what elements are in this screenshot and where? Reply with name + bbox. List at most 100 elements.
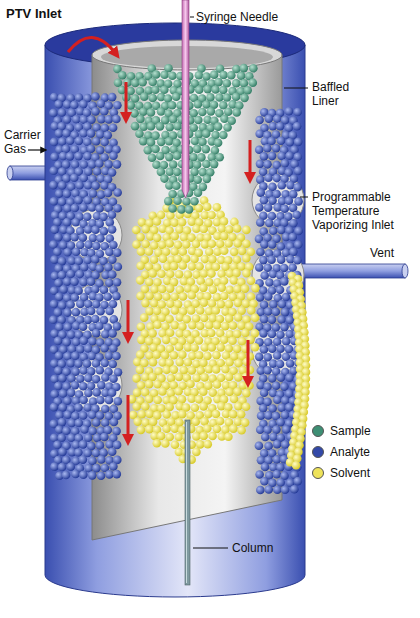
sample-particle — [203, 175, 212, 184]
analyte-particle — [288, 233, 297, 242]
solvent-particle — [175, 358, 184, 367]
solvent-particle — [153, 320, 162, 329]
sample-particle — [168, 101, 177, 110]
solvent-particle — [229, 321, 238, 330]
analyte-particle — [105, 248, 114, 257]
flow-arrow — [127, 395, 130, 440]
analyte-particle — [267, 255, 276, 264]
solvent-particle — [141, 299, 150, 308]
legend-text: Solvent — [330, 466, 370, 480]
analyte-particle — [54, 366, 63, 375]
sample-particle — [191, 137, 200, 146]
sample-particle — [243, 86, 252, 95]
solvent-particle — [138, 410, 147, 419]
analyte-particle — [255, 353, 264, 362]
analyte-particle — [70, 233, 79, 242]
analyte-particle — [103, 293, 112, 302]
analyte-particle — [100, 344, 109, 353]
solvent-particle — [212, 365, 221, 374]
analyte-particle — [63, 248, 72, 257]
analyte-particle — [277, 181, 286, 190]
analyte-particle — [50, 197, 59, 206]
solvent-particle — [220, 292, 229, 301]
analyte-particle — [79, 396, 88, 405]
analyte-particle — [96, 396, 105, 405]
analyte-particle — [50, 93, 59, 102]
solvent-particle — [171, 424, 180, 433]
legend-row: Analyte — [312, 445, 370, 459]
solvent-particle — [153, 380, 162, 389]
analyte-particle — [280, 277, 289, 286]
solvent-particle — [234, 299, 243, 308]
sample-particle — [182, 197, 191, 206]
analyte-particle — [109, 152, 118, 161]
sample-particle — [173, 196, 182, 205]
analyte-particle — [108, 329, 117, 338]
analyte-particle — [109, 374, 118, 383]
solvent-particle — [247, 276, 256, 285]
solvent-particle — [292, 461, 301, 470]
analyte-particle — [79, 336, 88, 345]
analyte-particle — [112, 115, 121, 124]
solvent-particles — [128, 196, 260, 464]
solvent-particle — [162, 336, 171, 345]
solvent-particle — [237, 410, 246, 419]
part-label: Carrier Gas — [4, 128, 50, 156]
solvent-particle — [195, 395, 204, 404]
solvent-particle — [171, 306, 180, 315]
leader-line — [284, 88, 308, 89]
sample-particle — [160, 70, 169, 79]
analyte-particle — [67, 330, 76, 339]
analyte-particle — [87, 129, 96, 138]
solvent-particle — [165, 239, 174, 248]
solvent-particle — [136, 233, 145, 242]
analyte-particle — [66, 359, 75, 368]
flow-arrow — [127, 300, 130, 338]
analyte-particle — [79, 411, 88, 420]
analyte-particle — [59, 285, 68, 294]
analyte-particle — [67, 388, 76, 397]
solvent-particle — [170, 247, 179, 256]
sample-particle — [166, 123, 175, 132]
leader-line — [190, 17, 194, 18]
analyte-particle — [114, 397, 123, 406]
analyte-particle — [50, 390, 59, 399]
legend-row: Solvent — [312, 466, 370, 480]
analyte-particle — [58, 463, 67, 472]
analyte-particle — [50, 138, 59, 147]
analyte-particle — [268, 330, 277, 339]
sample-particle — [148, 153, 157, 162]
column-highlight — [186, 422, 187, 583]
analyte-particle — [282, 337, 291, 346]
analyte-particle — [108, 447, 117, 456]
solvent-particle — [188, 291, 197, 300]
solvent-particle — [190, 255, 199, 264]
analyte-particle — [277, 315, 286, 324]
solvent-particle — [234, 373, 243, 382]
analyte-particle — [256, 160, 265, 169]
analyte-particle — [79, 129, 88, 138]
sample-particle — [189, 153, 198, 162]
analyte-particle — [50, 329, 59, 338]
sample-particle — [194, 100, 203, 109]
solvent-particle — [199, 225, 208, 234]
part-label: Syringe Needle — [196, 10, 306, 24]
syringe-needle — [182, 0, 189, 198]
analyte-particle — [63, 410, 72, 419]
solvent-particle — [145, 278, 154, 287]
part-label: Vent — [370, 246, 416, 260]
sample-particle — [172, 182, 181, 191]
analyte-particle — [260, 388, 269, 397]
analyte-particle — [256, 248, 265, 257]
analyte-particle — [285, 196, 294, 205]
column — [185, 420, 190, 585]
sample-particle — [168, 204, 177, 213]
sample-particle — [168, 71, 177, 80]
analyte-particle — [100, 359, 109, 368]
solvent-particle — [170, 218, 179, 227]
analyte-particle — [108, 225, 117, 234]
analyte-particle — [277, 255, 286, 264]
solvent-particle — [212, 351, 221, 360]
sample-particle — [215, 153, 224, 162]
solvent-particle — [242, 402, 251, 411]
